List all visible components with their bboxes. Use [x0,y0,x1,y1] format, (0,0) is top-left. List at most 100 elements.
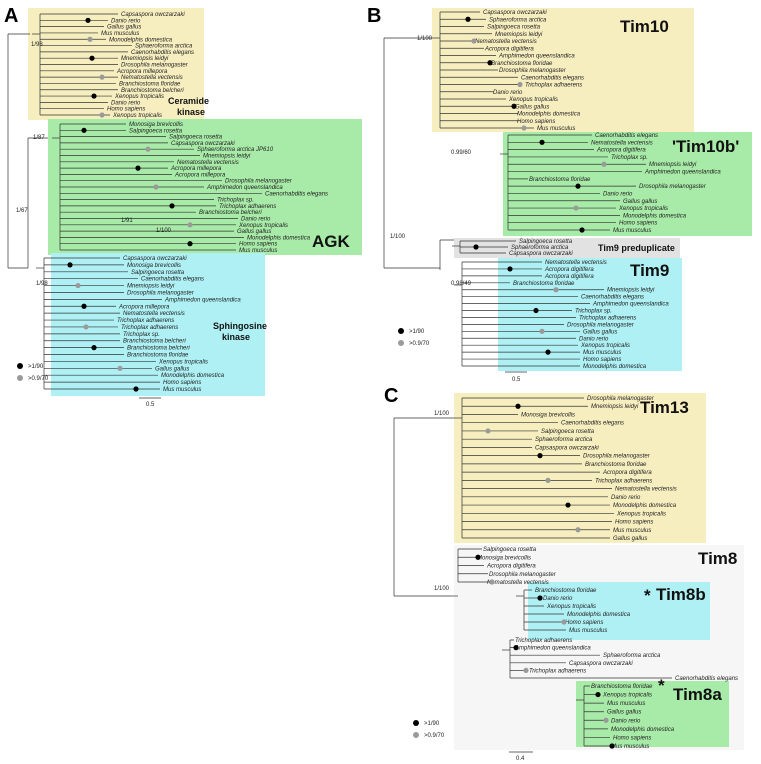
agk-taxon-nematostella-vectensis: Nematostella vectensis [177,160,239,166]
sphingo-taxon-gallus-gallus: Gallus gallus [155,366,189,372]
ceramide-taxon-caenorhabditis-elegans: Caenorhabditis elegans [131,50,194,56]
tim10-taxon-salpingoeca-rosetta: Salpingoeca rosetta [487,25,541,31]
agk-support-node [145,146,151,152]
tim8-taxon-nematostella-vectensis: Nematostella vectensis [487,580,549,586]
tim10b-taxon-homo-sapiens: Homo sapiens [619,221,657,227]
tim10b-support-node [539,139,545,145]
sphingo-taxon-xenopus-tropicalis: Xenopus tropicalis [158,359,208,365]
tim10b-taxon-gallus-gallus: Gallus gallus [623,199,657,205]
tim13-taxon-caenorhabditis-elegans: Caenorhabditis elegans [561,421,624,427]
tim8a-taxon-monodelphis-domestica: Monodelphis domestica [611,727,675,733]
tim8b-support-node [561,619,567,625]
agk-taxon-caenorhabditis-elegans: Caenorhabditis elegans [265,191,328,197]
tim10-taxon-mus-musculus: Mus musculus [537,126,575,132]
support-a-3: 1/91 [121,218,133,224]
tim9-taxon-gallus-gallus: Gallus gallus [583,329,617,335]
ceramide-taxon-capsaspora-owczarzaki: Capsaspora owczarzaki [121,12,185,18]
tim9-taxon-xenopus-tropicalis: Xenopus tropicalis [580,343,630,349]
tim10-taxon-homo-sapiens: Homo sapiens [517,119,555,125]
sphingo-taxon-branchiostoma-belcheri: Branchiostoma belcheri [127,346,190,352]
tim10-taxon-sphaeroforma-arctica: Sphaeroforma arctica [489,17,547,23]
tim10b-support-node [601,161,607,167]
tim8c-taxon-trichoplax-adhaerens: Trichoplax adhaerens [529,668,586,674]
tim13-taxon-monodelphis-domestica: Monodelphis domestica [613,503,677,509]
agk-taxon-gallus-gallus: Gallus gallus [237,229,271,235]
tim10b-support-node [575,183,581,189]
agk-label: AGK [312,232,351,251]
tim9pre-taxon-capsaspora-owczarzaki: Capsaspora owczarzaki [509,251,573,257]
ceramide-taxon-mnemiopsis-leidyi: Mnemiopsis leidyi [121,56,169,62]
sphingo-taxon-mus-musculus: Mus musculus [163,387,201,393]
tim8c-support-node [513,645,519,651]
sphingo-taxon-mnemiopsis-leidyi: Mnemiopsis leidyi [127,284,175,290]
agk-support-node [187,222,193,228]
tim9-taxon-acropora-digitifera: Acropora digitifera [544,267,594,273]
tim8b-taxon-danio-rerio: Danio rerio [543,596,573,602]
tim10b-taxon-nematostella-vectensis: Nematostella vectensis [591,140,653,146]
tim8a-taxon-gallus-gallus: Gallus gallus [607,710,641,716]
tim10-support-node [487,60,493,66]
sphingo-taxon-monodelphis-domestica: Monodelphis domestica [161,373,225,379]
tim10-taxon-gallus-gallus: Gallus gallus [515,104,549,110]
tim8a-taxon-xenopus-tropicalis: Xenopus tropicalis [602,693,652,699]
legend-c-strong-label: >1/90 [424,721,440,727]
ceramide-taxon-branchiostoma-belcheri: Branchiostoma belcheri [121,88,184,94]
sphingo-support-node [81,303,87,309]
tim10-taxon-mnemiopsis-leidyi: Mnemiopsis leidyi [495,32,543,38]
legend-b-strong-dot [398,328,404,334]
tim10b-taxon-monodelphis-domestica: Monodelphis domestica [623,213,687,219]
support-a-4: 1/100 [156,228,172,234]
support-b-1: 1/100 [417,36,433,42]
agk-taxon-drosophila-melanogaster: Drosophila melanogaster [225,179,293,185]
ceramide-taxon-nematostella-vectensis: Nematostella vectensis [121,75,183,81]
tim8c-taxon-trichoplax-adhaerens: Trichoplax adhaerens [515,638,572,644]
tim13-taxon-mus-musculus: Mus musculus [613,528,651,534]
ceramide-taxon-xenopus-tropicalis: Xenopus tropicalis [112,113,162,119]
support-a-2: 1/87 [33,135,45,141]
tim10-taxon-danio-rerio: Danio rerio [493,90,523,96]
ceramide-taxon-acropora-millepora: Acropora millepora [116,69,168,75]
tim13-taxon-homo-sapiens: Homo sapiens [615,520,653,526]
agk-taxon-salpingoeca-rosetta: Salpingoeca rosetta [129,128,183,134]
tim13-support-node [537,453,543,459]
ceramide-support-node [99,112,105,118]
agk-taxon-monosiga-brevicollis: Monosiga brevicollis [129,122,183,128]
tim8b-taxon-mus-musculus: Mus musculus [569,628,607,634]
tree-b: Capsaspora owczarzaki Sphaeroforma arctic… [383,10,721,370]
sphingo-taxon-trichoplax-adhaerens: Trichoplax adhaerens [117,318,174,324]
tim8c-taxon-capsaspora-owczarzaki: Capsaspora owczarzaki [569,661,633,667]
agk-support-node [135,165,141,171]
tim9-taxon-mus-musculus: Mus musculus [583,350,621,356]
tim8-taxon-monosiga-brevicollis: Monosiga brevicollis [477,555,531,561]
tim10-support-node [471,38,477,44]
tim8c-taxon-caenorhabditis-elegans: Caenorhabditis elegans [675,676,738,682]
tim13-taxon-salpingoeca-rosetta: Salpingoeca rosetta [541,429,595,435]
ceramide-taxon-sphaeroforma-arctica: Sphaeroforma arctica [135,44,193,50]
tim8a-taxon-homo-sapiens: Homo sapiens [613,735,651,741]
tim9-taxon-danio-rerio: Danio rerio [579,336,609,342]
tim13-taxon-danio-rerio: Danio rerio [611,495,641,501]
tree-c-root [393,417,454,597]
tim10b-taxon-mus-musculus: Mus musculus [613,228,651,234]
tim8a-support-node [609,743,615,749]
tim10b-taxon-branchiostoma-floridae: Branchiostoma floridae [529,177,591,183]
agk-taxon-trichoplax-adhaerens: Trichoplax adhaerens [219,204,276,210]
tim10-taxon-drosophila-melanogaster: Drosophila melanogaster [499,68,567,74]
sphingo-taxon-homo-sapiens: Homo sapiens [163,380,201,386]
tim9-support-node [533,307,539,314]
legend-b-weak-label: >0.9/70 [409,341,430,347]
agk-support-node [187,241,193,247]
agk-taxon-capsaspora-owczarzaki: Capsaspora owczarzaki [171,141,235,147]
tim10b-support-node [579,227,585,233]
tim10-label: Tim10 [620,17,669,36]
tree-a-root [7,33,48,269]
agk-taxon-xenopus-tropicalis: Xenopus tropicalis [238,223,288,229]
agk-taxon-acropora-millepora: Acropora millepora [170,166,222,172]
tim10b-taxon-caenorhabditis-elegans: Caenorhabditis elegans [595,133,658,139]
tim10b-taxon-danio-rerio: Danio rerio [603,191,633,197]
sphingo-taxon-capsaspora-owczarzaki: Capsaspora owczarzaki [123,256,187,262]
tim10-taxon-branchiostoma-floridae: Branchiostoma floridae [491,61,553,67]
